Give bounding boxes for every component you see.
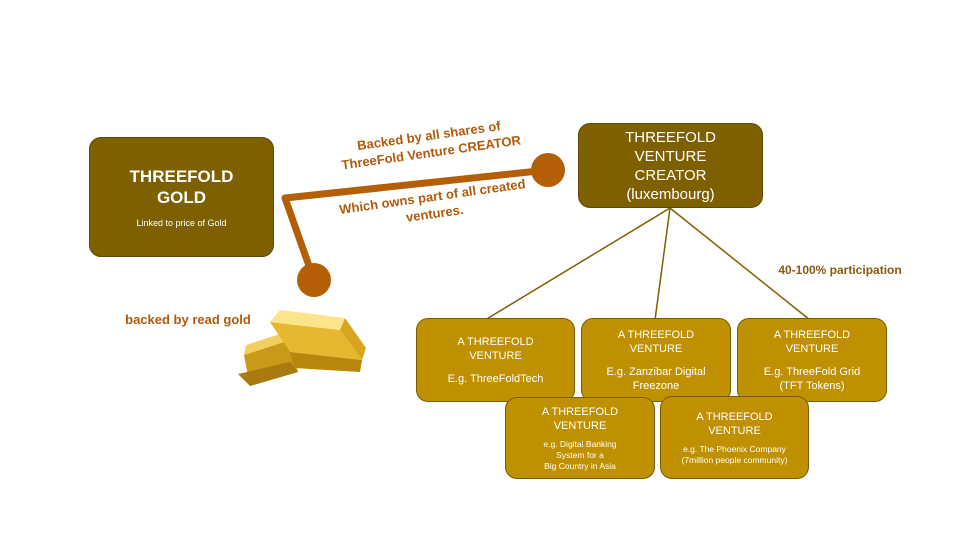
connector-dot-gold — [297, 263, 331, 297]
tree-line-3 — [669, 207, 811, 321]
venture-example: e.g. The Phoenix Company (7million peopl… — [681, 443, 788, 465]
venture-title: A THREEFOLD VENTURE — [696, 410, 773, 437]
venture-box-phoenix: A THREEFOLD VENTURE e.g. The Phoenix Com… — [660, 396, 809, 479]
venture-box-digital-banking: A THREEFOLD VENTURE e.g. Digital Banking… — [505, 397, 655, 479]
venture-example: E.g. Zanzibar Digital Freezone — [606, 365, 706, 392]
tree-line-2 — [654, 207, 671, 321]
venture-box-threefoldtech: A THREEFOLD VENTURE E.g. ThreeFoldTech — [416, 318, 575, 402]
participation-label: 40-100% participation — [778, 263, 902, 277]
threefold-gold-title: THREEFOLD GOLD — [129, 167, 234, 207]
venture-example: E.g. ThreeFold Grid (TFT Tokens) — [763, 365, 861, 392]
venture-box-zanzibar: A THREEFOLD VENTURE E.g. Zanzibar Digita… — [581, 318, 731, 402]
connector-dot-creator — [531, 153, 565, 187]
venture-example: e.g. Digital Banking System for a Big Co… — [543, 438, 617, 471]
venture-creator-box: THREEFOLD VENTURE CREATOR (luxembourg) — [578, 123, 763, 208]
backed-by-gold-label: backed by read gold — [125, 312, 251, 327]
venture-title: A THREEFOLD VENTURE — [541, 405, 619, 432]
gold-connector-line — [281, 166, 549, 282]
threefold-gold-subtitle: Linked to price of Gold — [136, 218, 227, 228]
venture-box-threefold-grid: A THREEFOLD VENTURE E.g. ThreeFold Grid … — [737, 318, 887, 402]
venture-example: E.g. ThreeFoldTech — [447, 372, 544, 385]
venture-title: A THREEFOLD VENTURE — [617, 328, 695, 355]
venture-title: A THREEFOLD VENTURE — [457, 335, 534, 362]
gold-bars-icon — [238, 310, 366, 386]
threefold-gold-box: THREEFOLD GOLD Linked to price of Gold — [89, 137, 274, 257]
venture-title: A THREEFOLD VENTURE — [773, 328, 851, 355]
tree-line-1 — [484, 207, 671, 321]
